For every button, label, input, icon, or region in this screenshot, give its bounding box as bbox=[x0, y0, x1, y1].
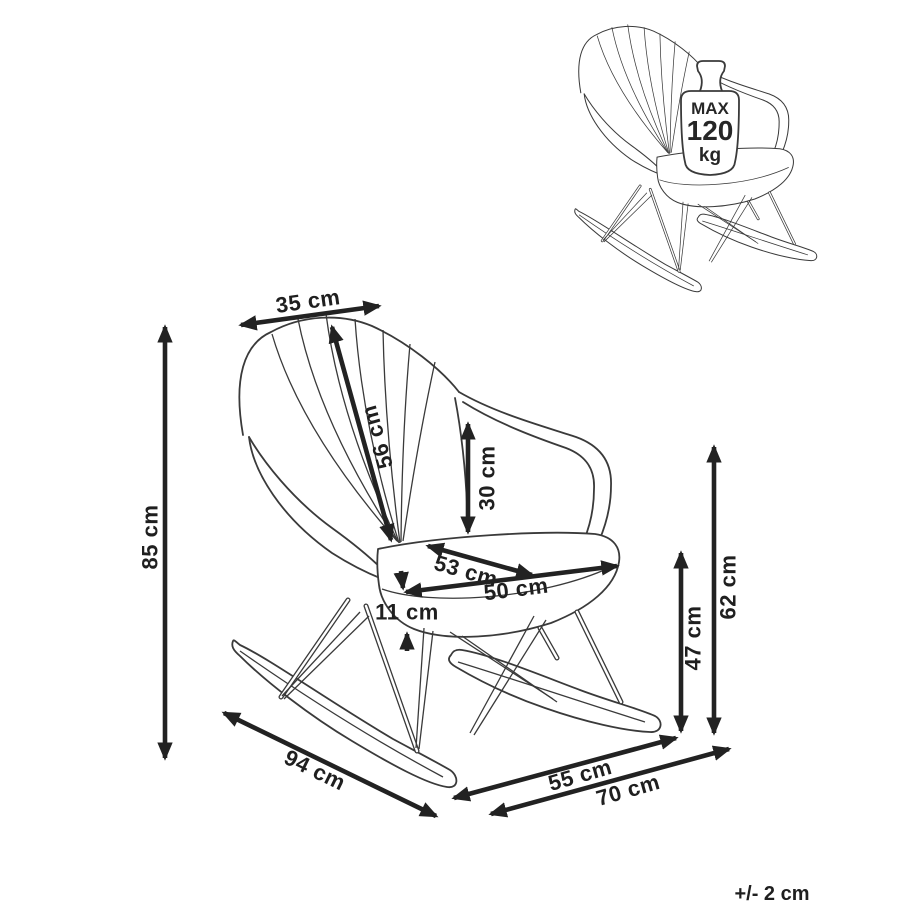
dim-arm-height: 62 cm bbox=[706, 444, 741, 736]
dim-total-height-label: 85 cm bbox=[138, 505, 163, 570]
dim-base-width: 70 cm bbox=[488, 745, 732, 818]
max-weight-badge: MAX 120 kg bbox=[680, 60, 740, 176]
weight-badge-unit: kg bbox=[699, 145, 721, 166]
dimension-annotations: 35 cm 56 cm 30 cm 53 cm 50 cm 11 cm 85 c… bbox=[138, 284, 741, 819]
dim-cushion-thickness-label: 11 cm bbox=[375, 600, 439, 625]
dim-cushion-thickness: 11 cm bbox=[375, 570, 439, 651]
weight-body-icon bbox=[680, 90, 740, 176]
weight-neck-icon bbox=[696, 60, 726, 92]
weight-badge-value: 120 bbox=[687, 115, 734, 146]
dim-seat-height-label: 47 cm bbox=[681, 606, 706, 671]
tolerance-note: +/- 2 cm bbox=[734, 883, 809, 905]
dim-seat-height: 47 cm bbox=[673, 550, 706, 734]
dim-arm-height-label: 62 cm bbox=[716, 555, 741, 620]
weight-badge-max: MAX bbox=[691, 99, 729, 118]
dim-arm-to-seat: 30 cm bbox=[460, 421, 500, 535]
dim-arm-to-seat-label: 30 cm bbox=[475, 446, 500, 511]
dim-rocker-length-label: 94 cm bbox=[280, 745, 349, 796]
dim-total-height: 85 cm bbox=[138, 324, 173, 761]
